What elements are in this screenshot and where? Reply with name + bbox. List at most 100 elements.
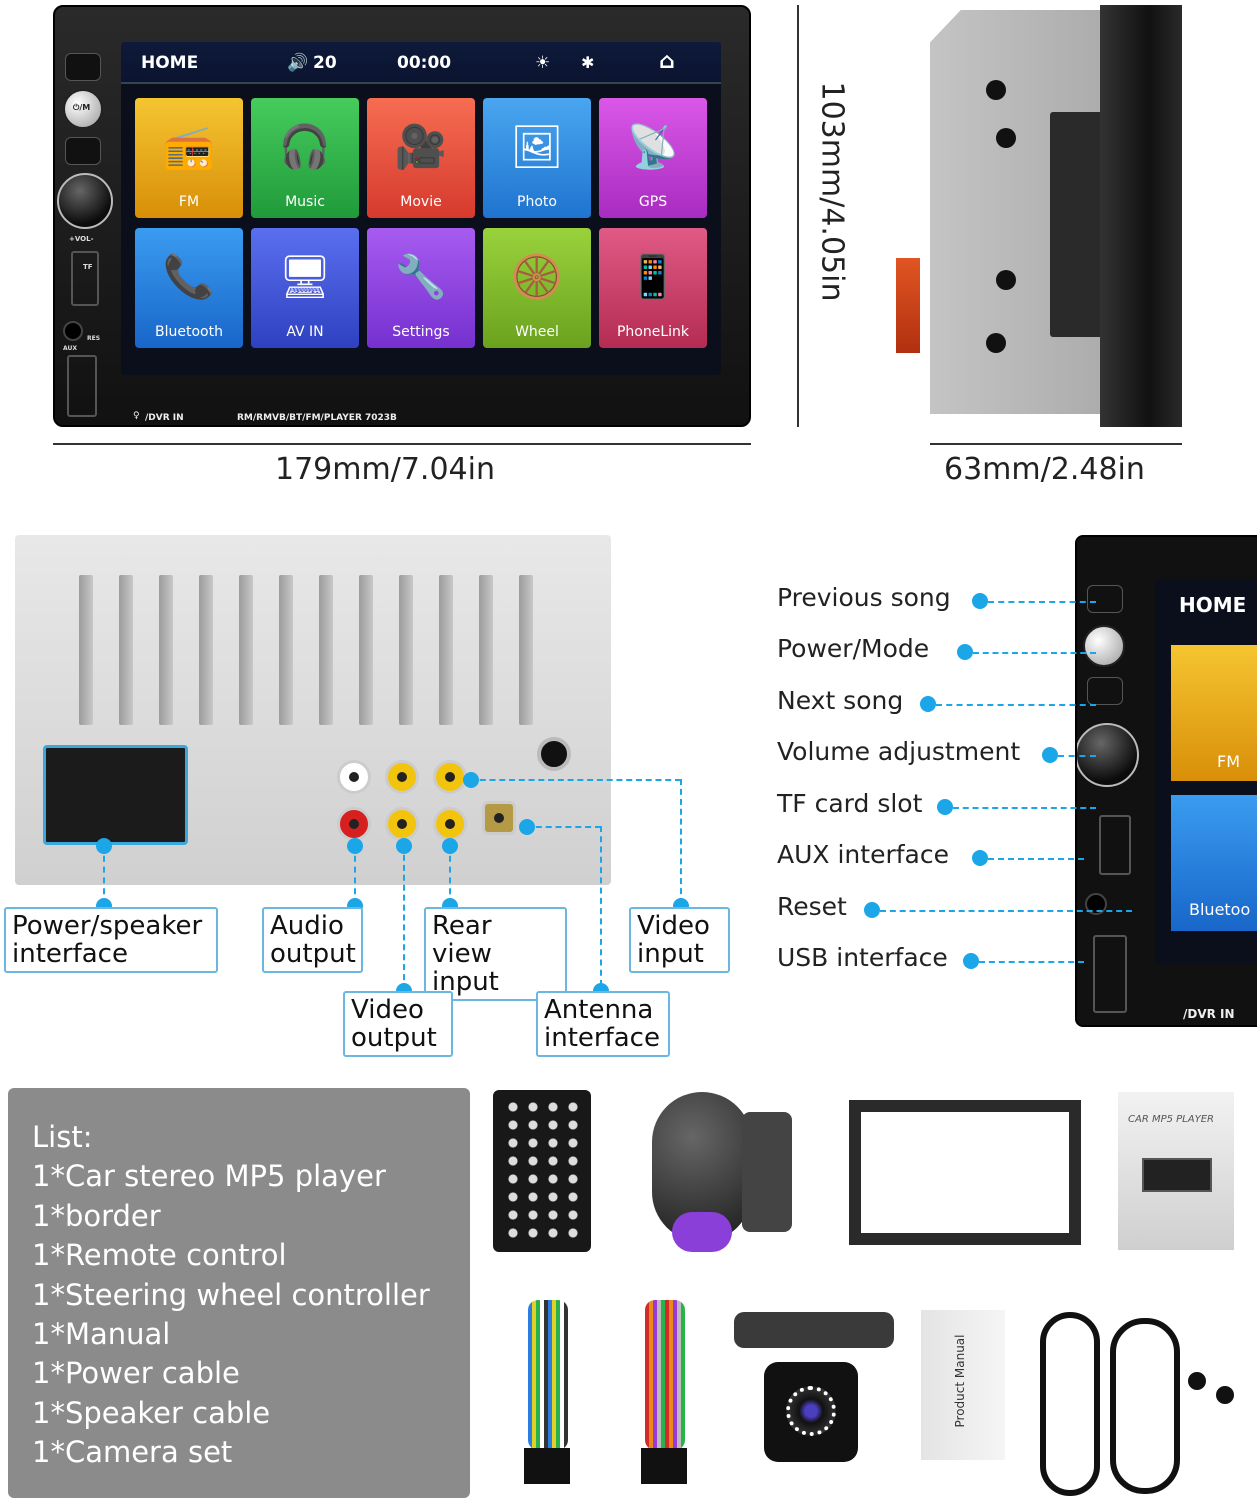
tile-label: Music bbox=[285, 194, 325, 210]
power-cable-image bbox=[508, 1290, 588, 1490]
photo-icon: 🖼 bbox=[510, 122, 564, 171]
rear-panel bbox=[15, 535, 611, 885]
fn-leader bbox=[953, 807, 1096, 809]
fn-dot bbox=[972, 850, 988, 866]
rca-audio-left bbox=[337, 760, 371, 794]
product-manual-image: Product Manual bbox=[921, 1310, 1005, 1460]
fn-usb: USB interface bbox=[777, 943, 948, 972]
leader-antenna-v bbox=[600, 826, 602, 986]
tile-av-in[interactable]: 🖥 AV IN bbox=[251, 228, 359, 348]
label-video-input: Video input bbox=[629, 907, 730, 973]
tile-phonelink[interactable]: 📱 PhoneLink bbox=[599, 228, 707, 348]
tile-movie[interactable]: 🎥 Movie bbox=[367, 98, 475, 218]
bluetooth-icon[interactable]: ✱ bbox=[581, 53, 595, 72]
status-bar: HOME 🔊 20 00:00 ☀ ✱ ⌂ bbox=[121, 42, 721, 84]
aux-jack[interactable] bbox=[63, 321, 83, 341]
extension-cable-image bbox=[1110, 1318, 1180, 1494]
tile-gps[interactable]: 📡 GPS bbox=[599, 98, 707, 218]
previous-button[interactable] bbox=[65, 53, 101, 81]
fn-leader bbox=[936, 704, 1096, 706]
mini-tf-slot bbox=[1099, 815, 1131, 875]
rca-cable-image bbox=[1040, 1312, 1100, 1496]
power-mode-label: ⏻/M bbox=[73, 103, 91, 112]
power-mode-button[interactable] bbox=[63, 89, 103, 129]
mini-tile-bt-label: Bluetoo bbox=[1189, 900, 1251, 919]
leader-dot bbox=[442, 838, 458, 854]
heatsink-fin bbox=[279, 575, 293, 725]
label-line: Video bbox=[637, 911, 710, 941]
res-label: RES bbox=[87, 335, 101, 342]
release-tab bbox=[896, 258, 920, 353]
mini-aux-jack bbox=[1085, 893, 1107, 915]
tile-fm[interactable]: 📻 FM bbox=[135, 98, 243, 218]
tile-settings[interactable]: 🔧 Settings bbox=[367, 228, 475, 348]
rca-video-input bbox=[433, 760, 467, 794]
remote-control-image bbox=[493, 1090, 591, 1252]
tile-label: GPS bbox=[638, 194, 668, 210]
tf-slot[interactable] bbox=[71, 251, 99, 306]
headphones-icon: 🎧 bbox=[278, 122, 332, 171]
stereo-front-unit: ⏻/M +VOL- TF RES AUX HOME 🔊 20 00:00 ☀ ✱… bbox=[53, 5, 751, 427]
label-audio-output: Audio output bbox=[262, 907, 363, 973]
leader-dot bbox=[347, 838, 363, 854]
tile-label: Wheel bbox=[515, 324, 559, 340]
wire-plug bbox=[641, 1448, 687, 1484]
label-line: Video bbox=[351, 995, 424, 1025]
next-button[interactable] bbox=[65, 137, 101, 165]
camera-bracket bbox=[734, 1312, 894, 1348]
border-frame-image bbox=[849, 1100, 1081, 1245]
label-video-output: Video output bbox=[343, 991, 453, 1057]
leader-antenna-h bbox=[526, 826, 601, 828]
heatsink-fin bbox=[159, 575, 173, 725]
manual-image: CAR MP5 PLAYER bbox=[1118, 1092, 1234, 1250]
antenna-port bbox=[482, 801, 516, 835]
tile-music[interactable]: 🎧 Music bbox=[251, 98, 359, 218]
volume-icon: 🔊 bbox=[287, 53, 309, 73]
home-icon[interactable]: ⌂ bbox=[659, 49, 675, 74]
usb-port[interactable] bbox=[67, 355, 97, 417]
label-line: input bbox=[637, 939, 704, 969]
label-line: Antenna bbox=[544, 995, 654, 1025]
touch-screen[interactable]: HOME 🔊 20 00:00 ☀ ✱ ⌂ 📻 FM 🎧 Music 🎥 Mov… bbox=[121, 42, 721, 375]
tile-wheel[interactable]: 🛞 Wheel bbox=[483, 228, 591, 348]
mount-hole bbox=[996, 270, 1016, 290]
wrench-icon: 🔧 bbox=[394, 252, 448, 301]
heatsink-fin bbox=[79, 575, 93, 725]
tile-photo[interactable]: 🖼 Photo bbox=[483, 98, 591, 218]
speaker-cable-image bbox=[625, 1290, 705, 1490]
heatsink-fin bbox=[119, 575, 133, 725]
fn-leader bbox=[979, 961, 1084, 963]
camera-body bbox=[764, 1362, 858, 1462]
list-item: 1*border bbox=[32, 1198, 161, 1233]
height-dimension: 103mm/4.05in bbox=[814, 81, 850, 302]
fn-leader bbox=[1058, 755, 1096, 757]
satellite-icon: 📡 bbox=[626, 122, 680, 171]
home-title: HOME bbox=[141, 53, 199, 73]
manual-cover-screen bbox=[1142, 1158, 1212, 1192]
label-rear-view-input: Rear view input bbox=[424, 907, 567, 1001]
fn-next-song: Next song bbox=[777, 686, 904, 715]
camera-image bbox=[734, 1312, 894, 1492]
vol-label: +VOL- bbox=[69, 235, 94, 243]
clock: 00:00 bbox=[397, 53, 452, 73]
heatsink-fin bbox=[519, 575, 533, 725]
mini-usb-port bbox=[1093, 935, 1127, 1013]
heatsink-fin bbox=[439, 575, 453, 725]
screw bbox=[1216, 1386, 1234, 1404]
leader-audio bbox=[354, 845, 356, 905]
tile-bluetooth[interactable]: 📞 Bluetooth bbox=[135, 228, 243, 348]
label-line: output bbox=[270, 939, 356, 969]
mini-unit-closeup: HOME FM Bluetoo /DVR IN bbox=[1075, 535, 1257, 1027]
manual-spine-text: Product Manual bbox=[953, 1334, 967, 1428]
rca-rear-view-input bbox=[433, 807, 467, 841]
label-line: interface bbox=[544, 1023, 660, 1053]
leader-dot bbox=[396, 838, 412, 854]
leader-video-input-v bbox=[680, 779, 682, 904]
label-antenna: Antenna interface bbox=[536, 991, 670, 1057]
label-line: Rear view bbox=[432, 911, 492, 969]
brightness-icon[interactable]: ☀ bbox=[535, 53, 551, 73]
mic-icon: ♀ bbox=[133, 411, 140, 421]
leader-dot bbox=[96, 838, 112, 854]
volume-knob[interactable] bbox=[57, 173, 113, 229]
power-speaker-connector bbox=[43, 745, 188, 845]
